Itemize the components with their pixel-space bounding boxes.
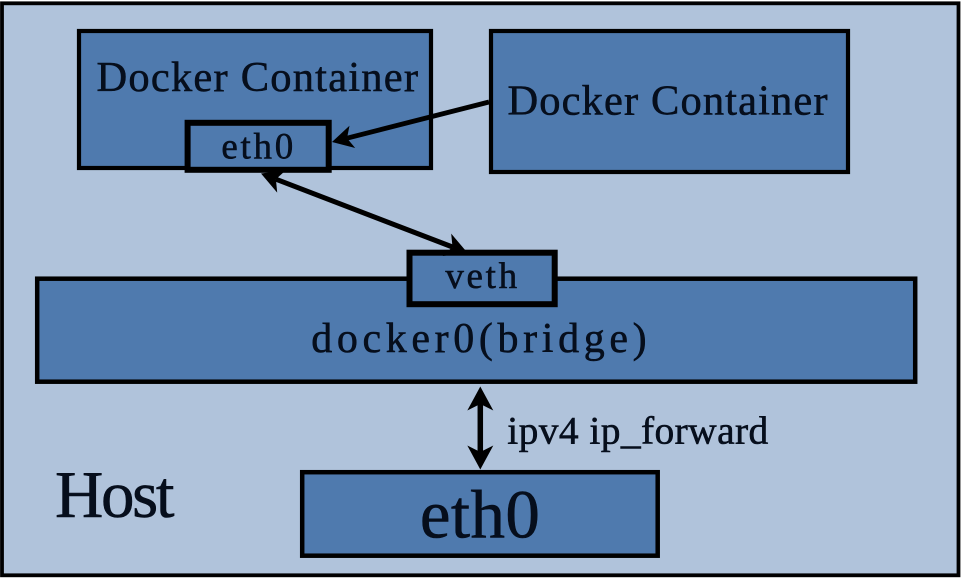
- svg-text:eth0: eth0: [420, 476, 540, 552]
- svg-text:ipv4 ip_forward: ipv4 ip_forward: [507, 409, 768, 453]
- svg-text:docker0(bridge): docker0(bridge): [311, 316, 646, 362]
- svg-text:Docker Container: Docker Container: [97, 54, 419, 101]
- svg-text:eth0: eth0: [221, 126, 293, 167]
- svg-text:Docker Container: Docker Container: [508, 78, 828, 125]
- svg-text:veth: veth: [445, 256, 517, 297]
- svg-text:Host: Host: [55, 458, 175, 532]
